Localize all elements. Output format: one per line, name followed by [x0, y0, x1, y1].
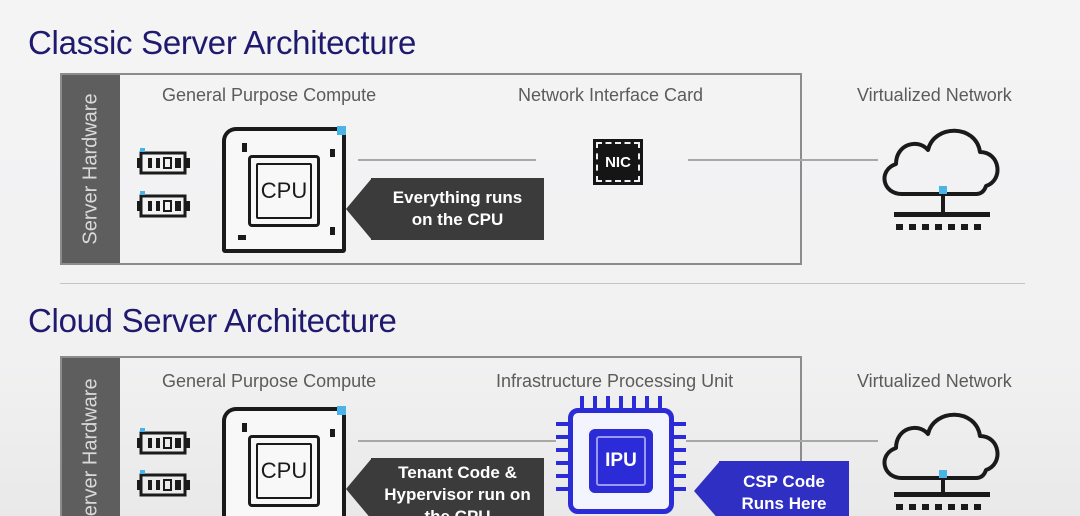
- ipu-chip-icon: IPU: [556, 396, 686, 516]
- cloud-ipu-column-label: Infrastructure Processing Unit: [496, 371, 734, 391]
- classic-server-hardware-label: Server Hardware: [79, 93, 102, 245]
- classic-general-compute-label: General Purpose Compute: [162, 85, 377, 105]
- cpu-chip-icon: CPU: [222, 407, 346, 516]
- cpu-label: CPU: [256, 443, 312, 499]
- nic-label: NIC: [605, 153, 631, 171]
- cloud-ipu-callout: CSP Code Runs Here: [719, 461, 849, 516]
- cpu-label: CPU: [256, 163, 312, 219]
- cloud-server-hardware-label: Server Hardware: [79, 378, 102, 516]
- cloud-section-title: Cloud Server Architecture: [28, 302, 397, 339]
- cloud-server-hardware-bar: Server Hardware: [62, 358, 120, 516]
- nic-chip-icon: NIC: [593, 139, 643, 185]
- cloud-network-icon: [882, 128, 1000, 230]
- cloud-virtualized-network-label: Virtualized Network: [857, 371, 1012, 391]
- cpu-ipu-connector: [358, 440, 556, 442]
- cpu-accent-dot: [337, 406, 346, 415]
- cpu-chip-icon: CPU: [222, 127, 346, 253]
- memory-module-icon: [137, 191, 190, 218]
- section-divider: [60, 283, 1025, 284]
- classic-cpu-callout: Everything runs on the CPU: [371, 178, 544, 240]
- classic-server-hardware-bar: Server Hardware: [62, 75, 120, 263]
- cloud-general-compute-label: General Purpose Compute: [162, 371, 377, 391]
- classic-virtualized-network-label: Virtualized Network: [857, 85, 1012, 105]
- nic-network-connector: [688, 159, 878, 161]
- cloud-network-icon: [882, 412, 1000, 510]
- cloud-cpu-callout: Tenant Code & Hypervisor run on the CPU: [371, 458, 544, 516]
- callout-arrow-tip: [346, 458, 372, 516]
- classic-nic-column-label: Network Interface Card: [518, 85, 704, 105]
- cloud-server-hardware-box: [60, 356, 802, 516]
- ipu-label: IPU: [596, 436, 646, 486]
- memory-module-icon: [137, 148, 190, 175]
- callout-arrow-tip: [346, 178, 372, 240]
- classic-server-hardware-box: [60, 73, 802, 265]
- callout-arrow-tip: [694, 461, 720, 516]
- ipu-network-connector: [686, 440, 878, 442]
- memory-module-icon: [137, 428, 190, 455]
- cpu-accent-dot: [337, 126, 346, 135]
- classic-section-title: Classic Server Architecture: [28, 24, 417, 61]
- cpu-nic-connector: [358, 159, 536, 161]
- memory-module-icon: [137, 470, 190, 497]
